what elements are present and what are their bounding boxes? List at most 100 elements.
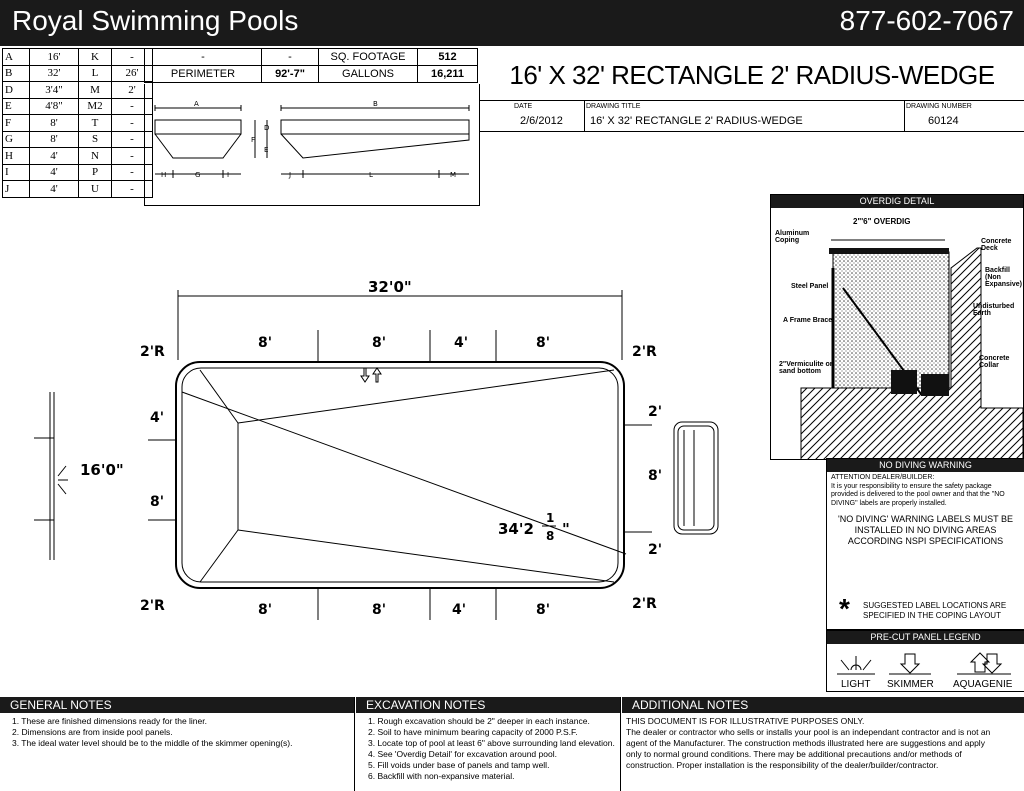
excavation-note: 6. Backfill with non-expansive material. bbox=[368, 771, 515, 781]
top-segment-2: 8' bbox=[372, 335, 386, 351]
pool-plan-view: 32'0" 16'0" 8' 8' 4' 8' 8' 8' 4' 8' 2'R … bbox=[34, 278, 719, 620]
legend-light: LIGHT bbox=[841, 679, 871, 690]
drawing-number-label: DRAWING NUMBER bbox=[906, 103, 972, 110]
dims-cell: 4'8" bbox=[29, 97, 79, 115]
sq-footage-label: SQ. FOOTAGE bbox=[318, 48, 418, 66]
profile-label-f: F bbox=[251, 136, 255, 144]
dims-cell: M bbox=[78, 81, 112, 99]
overdig-dim: 2"'6" OVERDIG bbox=[853, 217, 911, 226]
additional-note: The dealer or contractor who sells or in… bbox=[626, 727, 991, 737]
excavation-note: 5. Fill voids under base of panels and t… bbox=[368, 760, 550, 770]
profile-label-l: L bbox=[369, 171, 373, 179]
profile-label-i: I bbox=[227, 171, 229, 179]
dims-cell: 8' bbox=[29, 130, 79, 148]
top-segment-4: 8' bbox=[536, 335, 550, 351]
dims-cell: 16' bbox=[29, 48, 79, 66]
gallons-label: GALLONS bbox=[318, 65, 418, 83]
warning-line1: 'NO DIVING' WARNING LABELS MUST BE bbox=[838, 514, 1013, 524]
overdig-undisturbed: Undisturbed Earth bbox=[973, 303, 1015, 317]
diagonal-denominator: 8 bbox=[546, 529, 554, 543]
overdig-heading: OVERDIG DETAIL bbox=[771, 195, 1023, 208]
dims-cell: 4' bbox=[29, 147, 79, 165]
overdig-steel-panel: Steel Panel bbox=[791, 283, 829, 290]
top-segment-3: 4' bbox=[454, 335, 468, 351]
profile-label-m: M bbox=[450, 171, 456, 179]
dims-cell: U bbox=[78, 180, 112, 198]
general-note: 1. These are finished dimensions ready f… bbox=[12, 716, 207, 726]
warning-line3: ACCORDING NSPI SPECIFICATIONS bbox=[847, 536, 1004, 546]
warning-attention: ATTENTION DEALER/BUILDER: bbox=[831, 474, 935, 481]
left-dim-a: 4' bbox=[150, 410, 164, 426]
legend-heading: PRE-CUT PANEL LEGEND bbox=[827, 631, 1024, 644]
sq-footage-value: 512 bbox=[417, 48, 478, 66]
phone-number: 877-602-7067 bbox=[839, 5, 1014, 36]
legend-skimmer: SKIMMER bbox=[887, 679, 934, 690]
additional-note: agent of the Manufacturer. The construct… bbox=[626, 738, 985, 748]
date-label: DATE bbox=[514, 103, 533, 110]
excavation-note: 4. See 'Overdig Detail' for excavation a… bbox=[368, 749, 557, 759]
radius-top-right: 2'R bbox=[632, 344, 657, 360]
profile-box: A B D E F H G I J L M bbox=[144, 84, 480, 206]
diagonal-numerator: 1 bbox=[546, 511, 554, 525]
pool-profile-diagram: A B D E F H G I J L M bbox=[154, 100, 470, 179]
summary-r1c1: - bbox=[144, 48, 262, 66]
bottom-segment-3: 4' bbox=[452, 602, 466, 618]
overdig-concrete-collar: Concrete Collar bbox=[979, 355, 1010, 369]
perimeter-label: PERIMETER bbox=[144, 65, 262, 83]
warning-suggest2: SPECIFIED IN THE COPING LAYOUT bbox=[863, 611, 1001, 620]
dims-cell: 8' bbox=[29, 114, 79, 132]
dims-cell: P bbox=[78, 163, 112, 181]
title-block: DATE 2/6/2012 DRAWING TITLE 16' X 32' RE… bbox=[480, 100, 1024, 132]
bottom-segment-1: 8' bbox=[258, 602, 272, 618]
dims-cell: N bbox=[78, 147, 112, 165]
overdig-vermiculite: 2"Vermiculite or sand bottom bbox=[779, 361, 833, 375]
summary-box: - - SQ. FOOTAGE 512 PERIMETER 92'-7" GAL… bbox=[144, 48, 478, 84]
dims-cell: 4' bbox=[29, 180, 79, 198]
profile-label-g: G bbox=[195, 171, 200, 179]
dims-cell: J bbox=[2, 180, 30, 198]
warning-suggest1: SUGGESTED LABEL LOCATIONS ARE bbox=[863, 601, 1007, 610]
warning-heading: NO DIVING WARNING bbox=[827, 459, 1024, 472]
overdig-diagram bbox=[800, 239, 1024, 461]
dims-cell: S bbox=[78, 130, 112, 148]
profile-label-d: D bbox=[264, 124, 269, 132]
excavation-note: 3. Locate top of pool at least 6" above … bbox=[368, 738, 615, 748]
legend-icons bbox=[837, 652, 1011, 675]
profile-label-a: A bbox=[194, 100, 199, 108]
profile-label-j: J bbox=[288, 171, 291, 179]
dims-cell: G bbox=[2, 130, 30, 148]
general-notes-heading: GENERAL NOTES bbox=[0, 697, 354, 713]
legend-aquagenie: AQUAGENIE bbox=[953, 679, 1013, 690]
drawing-number-value: 60124 bbox=[928, 115, 959, 127]
overdig-aluminum: Aluminum Coping bbox=[775, 230, 810, 244]
drawing-main-title: 16' X 32' RECTANGLE 2' RADIUS-WEDGE bbox=[509, 60, 995, 90]
dims-cell: F bbox=[2, 114, 30, 132]
additional-notes-list: THIS DOCUMENT IS FOR ILLUSTRATIVE PURPOS… bbox=[614, 716, 1024, 771]
radius-bottom-left: 2'R bbox=[140, 598, 165, 614]
gallons-value: 16,211 bbox=[417, 65, 478, 83]
dims-cell: 32' bbox=[29, 64, 79, 82]
additional-note: only to normal ground conditions. There … bbox=[626, 749, 962, 759]
diagonal-main: 34'2 bbox=[498, 520, 534, 538]
dims-cell: E bbox=[2, 97, 30, 115]
radius-bottom-right: 2'R bbox=[632, 596, 657, 612]
dims-cell: K bbox=[78, 48, 112, 66]
no-diving-panel: NO DIVING WARNING ATTENTION DEALER/BUILD… bbox=[826, 458, 1024, 630]
dims-cell: H bbox=[2, 147, 30, 165]
profile-label-b: B bbox=[373, 100, 378, 108]
top-segment-1: 8' bbox=[258, 335, 272, 351]
excavation-note: 1. Rough excavation should be 2" deeper … bbox=[368, 716, 590, 726]
additional-note: THIS DOCUMENT IS FOR ILLUSTRATIVE PURPOS… bbox=[626, 716, 865, 726]
left-dim-b: 8' bbox=[150, 494, 164, 510]
overdig-concrete-deck: Concrete Deck bbox=[981, 238, 1012, 252]
date-value: 2/6/2012 bbox=[520, 115, 563, 127]
bottom-segment-2: 8' bbox=[372, 602, 386, 618]
additional-note: construction. Proper installation is the… bbox=[626, 760, 939, 770]
